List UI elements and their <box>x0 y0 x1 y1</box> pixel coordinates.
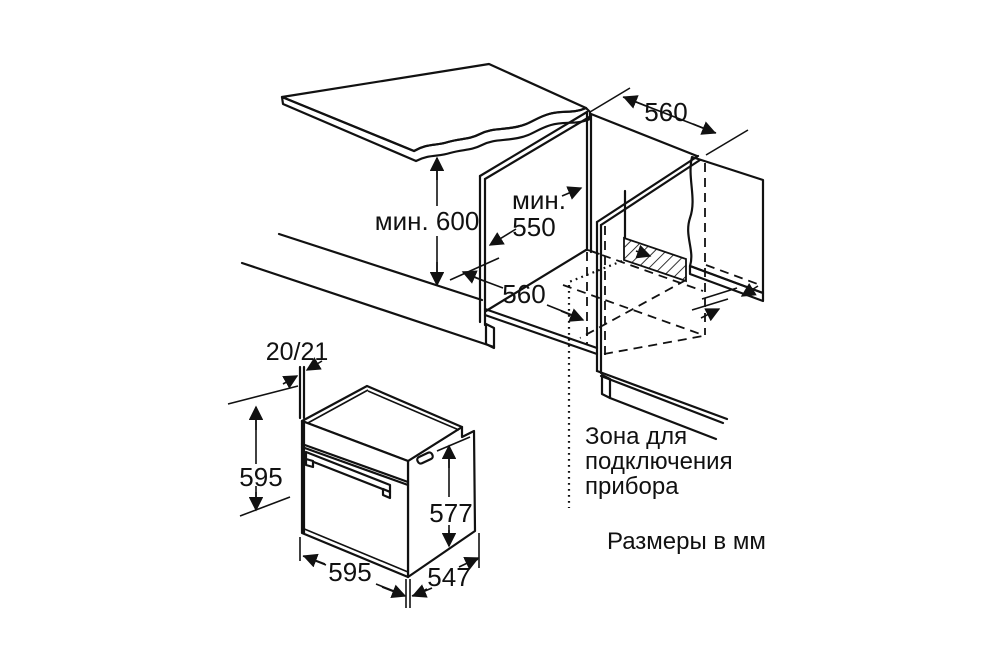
dim-label-20-21: 20/21 <box>266 338 329 366</box>
dim-label-min: мин. <box>512 185 566 215</box>
dim-label-595-height: 595 <box>239 462 282 492</box>
dim-min-depth-550: мин. 550 <box>488 185 583 246</box>
wall-gap-dimension <box>691 283 759 322</box>
dim-overall-width: 595 <box>299 537 407 608</box>
connection-zone-label: Зона для подключения прибора <box>585 423 733 500</box>
zone-arrow-icon <box>635 244 652 259</box>
dim-label-595-width: 595 <box>328 557 371 587</box>
connection-zone-hatch <box>623 236 687 283</box>
connection-zone-line1: Зона для <box>585 423 687 450</box>
oven-door-handle <box>304 450 392 500</box>
dim-overall-height: 595 <box>227 385 299 517</box>
dim-label-547: 547 <box>427 562 470 592</box>
units-note: Размеры в мм <box>607 528 766 555</box>
dim-label-min-600: мин. 600 <box>375 206 480 236</box>
dim-front-frame-depth: 20/21 <box>266 338 329 389</box>
oven-isometric <box>298 365 477 579</box>
countertop <box>280 62 592 163</box>
dim-label-560-top: 560 <box>644 97 687 127</box>
dim-body-height: 577 <box>429 436 473 548</box>
dim-niche-width-top: 560 <box>589 87 749 156</box>
right-cabinet <box>595 154 729 441</box>
dim-label-550: 550 <box>512 212 555 242</box>
dim-body-depth: 547 <box>409 533 480 608</box>
left-plinth <box>484 322 496 350</box>
left-niche <box>478 110 699 356</box>
dim-label-560-bottom: 560 <box>502 279 545 309</box>
connection-zone-line3: прибора <box>585 473 679 500</box>
connection-zone-line2: подключения <box>585 448 733 475</box>
dim-min-height-600: мин. 600 <box>375 156 480 287</box>
dim-niche-width-bottom: 560 <box>449 257 585 322</box>
cabinet-run-lines <box>240 232 496 349</box>
oven-side-slot <box>416 451 434 465</box>
dim-label-577: 577 <box>429 498 472 528</box>
connection-zone-leader <box>567 259 623 508</box>
back-wall <box>623 155 765 303</box>
